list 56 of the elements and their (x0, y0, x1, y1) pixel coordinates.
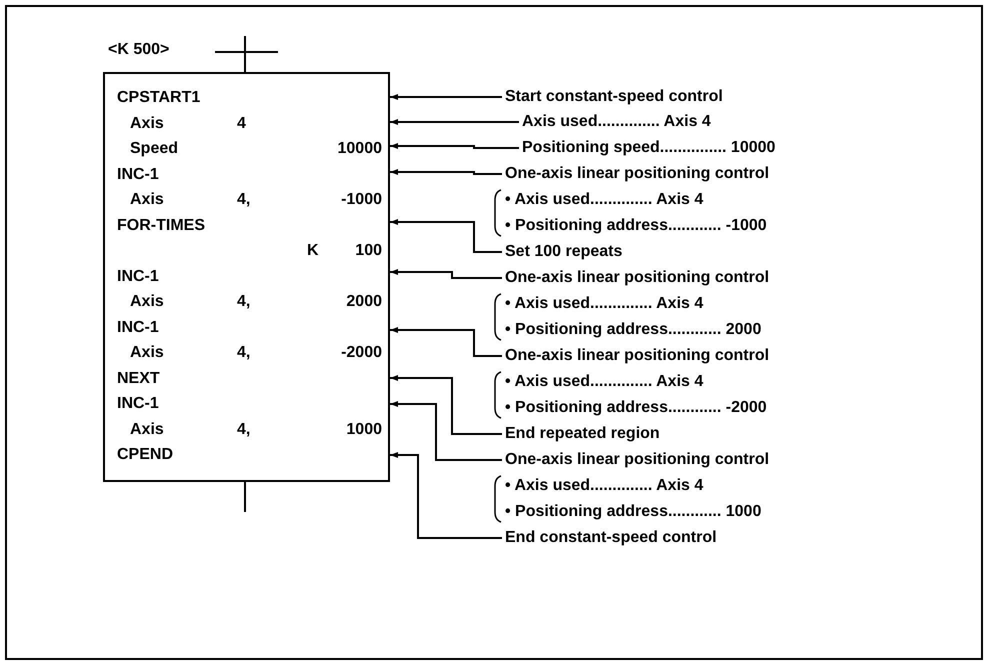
annotation-text: Axis used.............. Axis 4 (522, 112, 711, 132)
parameter-note: • Axis used.............. Axis 4 (505, 476, 704, 496)
parameter-note: • Axis used.............. Axis 4 (505, 372, 704, 392)
program-code-text: 100 (355, 241, 382, 261)
program-code-text: 10000 (338, 139, 382, 159)
program-code-text: Axis (130, 114, 164, 134)
parameter-note: • Axis used.............. Axis 4 (505, 190, 704, 210)
program-code-text: Axis (130, 190, 164, 210)
program-code-text: 1000 (346, 420, 382, 440)
program-code-text: INC-1 (117, 318, 159, 338)
annotation-text: End repeated region (505, 424, 660, 444)
parameter-note: • Positioning address............ -2000 (505, 398, 767, 418)
leader-line (390, 269, 502, 279)
program-code-text: 4, (237, 292, 250, 312)
leader-line (390, 94, 502, 100)
program-code-text: CPSTART1 (117, 88, 200, 108)
parameter-note: • Axis used.............. Axis 4 (505, 294, 704, 314)
program-code-text: Axis (130, 343, 164, 363)
leader-line (390, 169, 502, 175)
program-code-text: INC-1 (117, 266, 159, 286)
annotation-text: One-axis linear positioning control (505, 164, 770, 184)
program-code-text: INC-1 (117, 394, 159, 414)
leader-line (390, 375, 502, 435)
annotation-text: One-axis linear positioning control (505, 450, 770, 470)
leader-line (390, 119, 519, 125)
program-code-text: -1000 (341, 190, 382, 210)
annotation-text: Start constant-speed control (505, 87, 723, 107)
program-code-text: NEXT (117, 368, 160, 388)
step-label: <K 500> (108, 40, 170, 60)
leader-line (390, 219, 502, 253)
program-code-text: 4, (237, 343, 250, 363)
program-code-text: 4 (237, 114, 246, 134)
annotation-text: End constant-speed control (505, 528, 717, 548)
parameter-note: • Positioning address............ 1000 (505, 502, 762, 522)
leader-line (390, 143, 519, 149)
program-code-text: CPEND (117, 445, 174, 465)
program-code-text: 4, (237, 420, 250, 440)
annotation-text: Set 100 repeats (505, 242, 622, 262)
leader-line (390, 452, 502, 539)
annotation-text: Positioning speed............... 10000 (522, 138, 776, 158)
program-code-text: K (307, 241, 319, 261)
program-code-text: 2000 (346, 292, 382, 312)
annotation-text: One-axis linear positioning control (505, 346, 770, 366)
program-code-text: 4, (237, 190, 250, 210)
program-code-text: Axis (130, 292, 164, 312)
program-code-text: FOR-TIMES (117, 216, 205, 236)
leader-line (390, 401, 502, 461)
program-code-text: Speed (130, 139, 178, 159)
leader-line (390, 327, 502, 357)
annotation-text: One-axis linear positioning control (505, 268, 770, 288)
program-code-text: Axis (130, 420, 164, 440)
parameter-note: • Positioning address............ -1000 (505, 216, 767, 236)
parameter-note: • Positioning address............ 2000 (505, 320, 762, 340)
program-code-text: -2000 (341, 343, 382, 363)
program-code-text: INC-1 (117, 164, 159, 184)
program-box (103, 72, 390, 482)
